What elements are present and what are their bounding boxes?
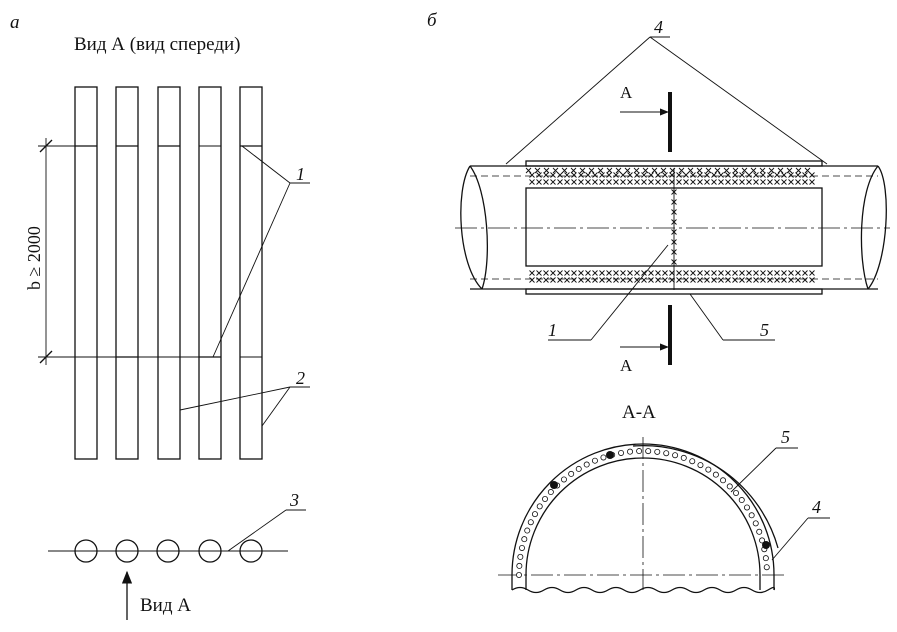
callout-4-top-label: 4 xyxy=(654,17,663,37)
section-mark-bottom: А xyxy=(620,356,633,375)
panel-b-letter: б xyxy=(427,10,438,31)
callout-4-section-label: 4 xyxy=(812,497,821,517)
callout-1-b-label: 1 xyxy=(548,320,557,340)
callout-5-b-label: 5 xyxy=(760,320,769,340)
callout-1-a-label: 1 xyxy=(296,164,305,184)
callout-2-a: 2 xyxy=(179,368,310,427)
callout-4-section: 4 xyxy=(771,497,830,561)
panel-a-view-title: Вид А (вид спереди) xyxy=(74,34,241,55)
section-title: А-А xyxy=(622,402,656,423)
view-a-arrow: Вид А xyxy=(121,570,191,620)
callout-1-b: 1 xyxy=(548,244,669,341)
strip-1 xyxy=(74,86,98,460)
pipe xyxy=(455,165,890,290)
strip-4 xyxy=(198,86,222,460)
strip-3 xyxy=(157,86,181,460)
panel-a: а Вид А (вид спереди) xyxy=(10,12,310,620)
weld-bands xyxy=(525,167,811,174)
callout-1-a: 1 xyxy=(212,145,310,358)
callout-2-a-label: 2 xyxy=(296,368,305,388)
panel-a-letter: а xyxy=(10,12,20,33)
callout-5-b: 5 xyxy=(689,293,775,341)
section-mark-top: А xyxy=(620,83,633,102)
callout-5-section: 5 xyxy=(730,427,798,493)
panel-b: б 4 xyxy=(427,10,890,594)
callout-3-a: 3 xyxy=(227,490,306,552)
callout-5-section-label: 5 xyxy=(781,427,790,447)
callout-3-a-label: 3 xyxy=(289,490,299,510)
view-a-label: Вид А xyxy=(140,595,191,616)
dimension-b: b ≥ 2000 xyxy=(24,138,199,365)
plan-view-rods xyxy=(48,539,288,563)
center-weld xyxy=(671,168,677,290)
strip-2 xyxy=(115,86,139,460)
weld-bands-dense xyxy=(529,172,815,283)
weld-bead-chain xyxy=(516,448,770,579)
section-view xyxy=(498,437,786,594)
callout-4-top: 4 xyxy=(505,17,828,165)
section-line-a: А А xyxy=(620,83,672,375)
strip-5 xyxy=(239,86,263,460)
dimension-b-label: b ≥ 2000 xyxy=(24,226,44,290)
